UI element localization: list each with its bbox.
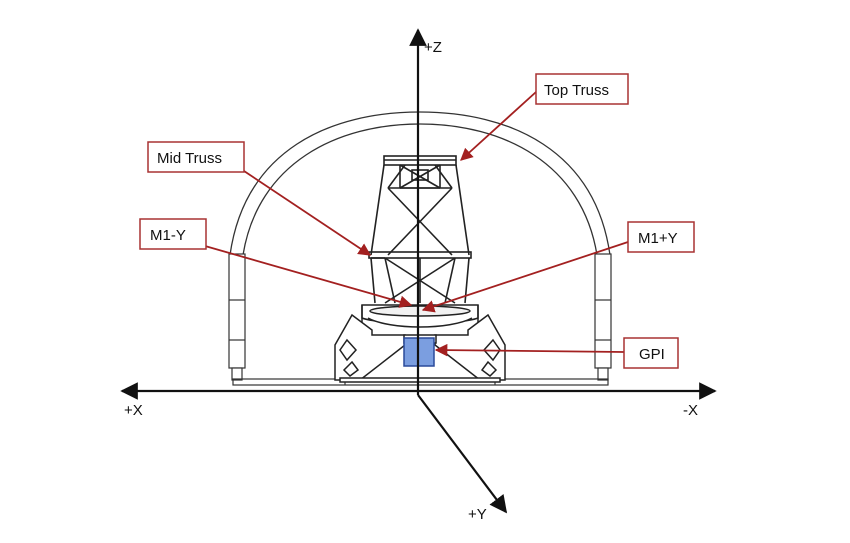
callout-m1-plus-y-label: M1+Y [638,230,678,247]
callout-top-truss-label: Top Truss [544,82,609,99]
m1-plus-y-leader [421,241,629,313]
right-column [594,253,612,381]
top-truss-leader [460,91,537,161]
callout-top-truss: Top Truss [535,73,629,105]
m1-minus-y-leader [204,245,413,308]
dome-enclosure [229,111,611,256]
x-pos-axis-label: +X [124,402,143,419]
callout-mid-truss: Mid Truss [147,141,245,173]
callout-gpi-label: GPI [639,346,665,363]
telescope-mount [334,313,506,383]
telescope-truss [368,155,472,304]
y-axis [417,394,508,514]
callout-m1-minus-y-label: M1-Y [150,227,186,244]
callout-m1-plus-y: M1+Y [627,221,695,253]
mid-truss-leader [237,166,372,256]
callout-m1-minus-y: M1-Y [139,218,207,250]
callout-mid-truss-label: Mid Truss [157,150,222,167]
left-column [228,253,246,381]
y-axis-label: +Y [468,506,487,523]
z-axis-label: +Z [424,39,442,56]
gpi-leader [434,343,625,357]
coordinate-axes [120,28,717,514]
mirror-cell [361,304,479,328]
leader-lines [204,91,629,357]
x-neg-axis-label: -X [683,402,698,419]
callout-gpi: GPI [623,337,679,369]
